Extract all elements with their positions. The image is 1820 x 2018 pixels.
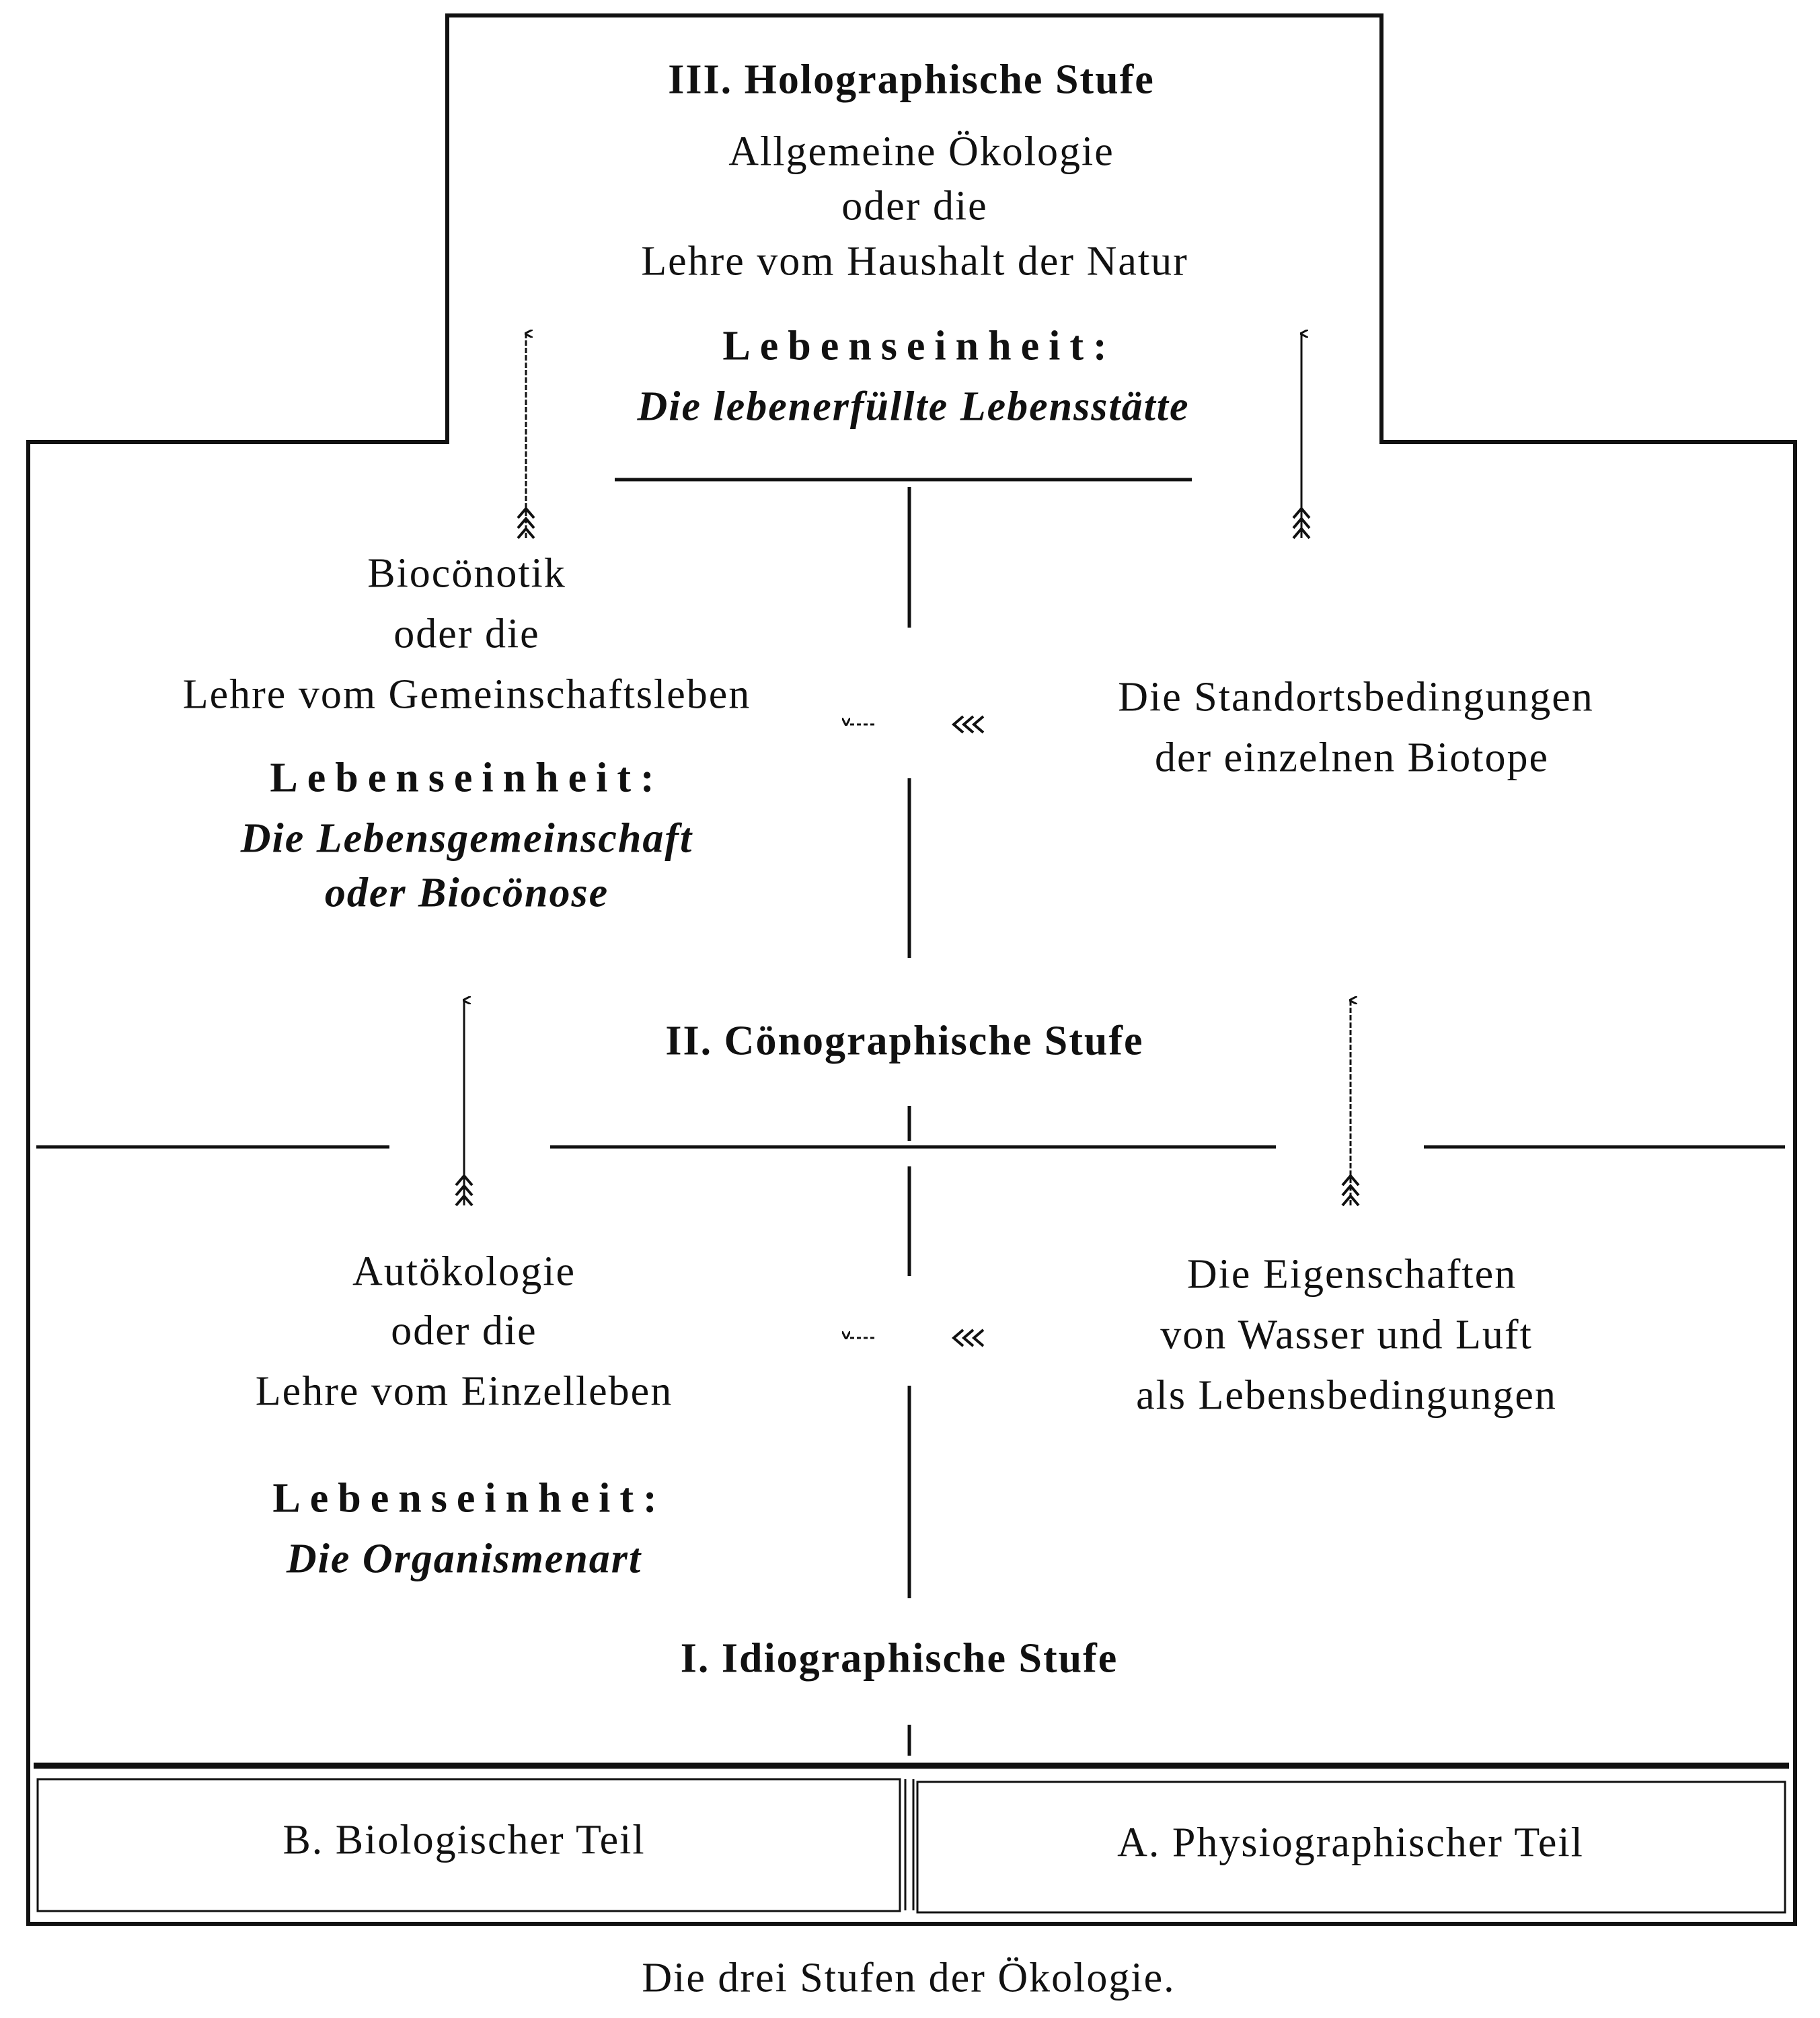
stage2-left-line3: Lehre vom Gemeinschaftsleben <box>182 671 751 718</box>
stage3-line2: oder die <box>841 183 988 229</box>
stage1-left-line2: oder die <box>391 1308 537 1354</box>
biological-part-label: B. Biologischer Teil <box>282 1817 646 1863</box>
stage2-title: II. Cönographische Stufe <box>665 1018 1144 1064</box>
physiographic-part-box <box>916 1781 1786 1914</box>
stage1-right-line3: als Lebensbedingungen <box>1136 1372 1557 1419</box>
stage1-left-line1: Autökologie <box>352 1248 576 1295</box>
outer-frame <box>26 13 1797 1926</box>
biological-part-box <box>36 1778 901 1912</box>
stage3-unit: Die lebenerfüllte Lebensstätte <box>637 383 1190 430</box>
arrow-left-icon <box>846 715 985 1347</box>
stage3-unit-label: Lebenseinheit: <box>722 323 1116 369</box>
figure-caption: Die drei Stufen der Ökologie. <box>642 1955 1176 2001</box>
stage1-right-line1: Die Eigenschaften <box>1186 1251 1517 1298</box>
stage3-title: III. Holographische Stufe <box>668 57 1155 103</box>
stage2-right-line1: Die Standortsbedingungen <box>1118 674 1594 720</box>
stage1-right-line2: von Wasser und Luft <box>1160 1312 1533 1358</box>
stage1-unit-label: Lebenseinheit: <box>272 1475 667 1522</box>
arrow-feather-icon <box>455 506 1360 1207</box>
arrow-up-icon <box>464 334 1351 1205</box>
stage2-right-line2: der einzelnen Biotope <box>1154 735 1550 781</box>
stage2-unit-line1: Die Lebensgemeinschaft <box>240 815 693 862</box>
stage2-unit-line2: oder Biocönose <box>324 870 609 916</box>
stage1-unit: Die Organismenart <box>286 1536 642 1582</box>
stage2-left-line1: Biocönotik <box>367 550 566 597</box>
stage2-unit-label: Lebenseinheit: <box>270 755 664 801</box>
stage3-line3: Lehre vom Haushalt der Natur <box>641 238 1188 285</box>
stage3-line1: Allgemeine Ökologie <box>728 128 1114 175</box>
stage2-left-line2: oder die <box>393 611 540 657</box>
stage1-title: I. Idiographische Stufe <box>680 1635 1118 1682</box>
stage1-left-line3: Lehre vom Einzelleben <box>255 1368 673 1415</box>
physiographic-part-label: A. Physiographischer Teil <box>1117 1820 1584 1866</box>
